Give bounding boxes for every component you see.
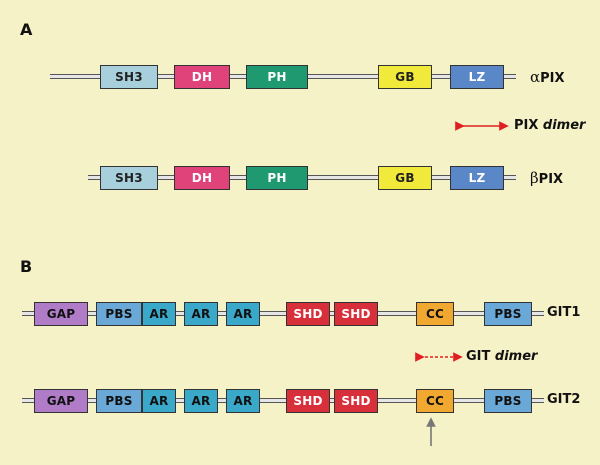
git2-label: GIT2 (547, 392, 581, 407)
git1-domain-shd-1: SHD (286, 302, 330, 326)
alpha-pix-domain-sh3: SH3 (100, 65, 158, 89)
git2-domain-ar-3: AR (226, 389, 260, 413)
beta-pix-domain-gb: GB (378, 166, 432, 190)
git1-domain-pbs: PBS (96, 302, 142, 326)
panel-label-a: A (20, 20, 33, 39)
git2-domain-gap: GAP (34, 389, 88, 413)
git2-domain-shd-2: SHD (334, 389, 378, 413)
beta-pix-domain-lz: LZ (450, 166, 504, 190)
beta-symbol: β (530, 169, 539, 187)
git2-domain-pbs-c: PBS (484, 389, 532, 413)
pix-dimer-label: PIX dimer (514, 118, 585, 133)
beta-pix-domain-dh: DH (174, 166, 230, 190)
alpha-pix-domain-dh: DH (174, 65, 230, 89)
alpha-pix-domain-ph: PH (246, 65, 308, 89)
git-dimer-label: GIT dimer (466, 349, 537, 364)
git1-domain-pbs-c: PBS (484, 302, 532, 326)
git-dimer-word: dimer (494, 349, 538, 364)
alpha-symbol: α (530, 68, 541, 86)
panel-label-b: B (20, 257, 33, 276)
git1-domain-ar-2: AR (184, 302, 218, 326)
git2-domain-ar-2: AR (184, 389, 218, 413)
git2-domain-shd-1: SHD (286, 389, 330, 413)
alpha-pix-domain-lz: LZ (450, 65, 504, 89)
git1-label: GIT1 (547, 305, 581, 320)
git2-domain-ar-1: AR (142, 389, 176, 413)
pix-dimer-prefix: PIX (514, 118, 539, 133)
git1-domain-ar-1: AR (142, 302, 176, 326)
pix-dimer-word: dimer (542, 118, 586, 133)
alpha-pix-label: αPIX (530, 68, 565, 86)
git1-domain-shd-2: SHD (334, 302, 378, 326)
beta-pix-name: PIX (538, 172, 564, 187)
git1-domain-ar-3: AR (226, 302, 260, 326)
alpha-pix-domain-gb: GB (378, 65, 432, 89)
git1-domain-cc: CC (416, 302, 454, 326)
git2-domain-pbs: PBS (96, 389, 142, 413)
alpha-pix-name: PIX (540, 71, 565, 86)
git2-domain-cc: CC (416, 389, 454, 413)
beta-pix-label: βPIX (530, 169, 563, 187)
git1-domain-gap: GAP (34, 302, 88, 326)
git1-backbone (22, 311, 544, 316)
beta-pix-domain-sh3: SH3 (100, 166, 158, 190)
beta-pix-domain-ph: PH (246, 166, 308, 190)
git-dimer-prefix: GIT (466, 349, 491, 364)
git2-backbone (22, 398, 544, 403)
